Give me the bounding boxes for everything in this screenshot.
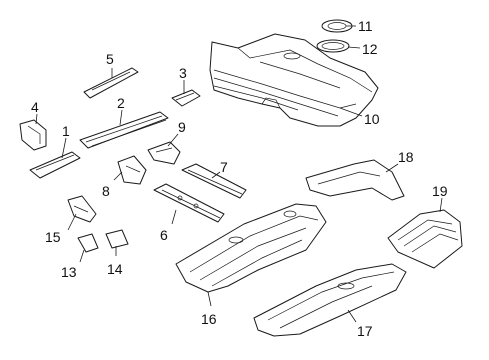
part-3-bracket <box>171 89 201 107</box>
callout-10: 10 <box>364 111 380 127</box>
leader-13 <box>79 249 85 263</box>
part-6-crossmember <box>153 183 225 223</box>
callout-15: 15 <box>45 229 61 245</box>
callout-19: 19 <box>432 183 448 199</box>
callout-5: 5 <box>106 51 114 67</box>
part-7-crossmember <box>181 163 247 199</box>
leader-10 <box>339 107 363 117</box>
leader-8 <box>113 171 123 181</box>
part-15-bracket <box>67 195 97 223</box>
callout-7: 7 <box>220 159 228 175</box>
leader-4 <box>35 113 38 125</box>
part-2-sill-rail <box>79 111 169 149</box>
callout-13: 13 <box>61 264 77 280</box>
leader-9 <box>167 133 179 147</box>
leader-16 <box>207 291 212 307</box>
leader-7 <box>211 171 221 179</box>
callout-9: 9 <box>178 119 186 135</box>
part-4-bracket <box>19 119 47 151</box>
part-13-bracket <box>77 233 99 253</box>
callout-16: 16 <box>201 311 217 327</box>
part-10-rear-floor-pan <box>209 33 379 127</box>
leader-18 <box>385 163 399 173</box>
callout-14: 14 <box>107 261 123 277</box>
callout-17: 17 <box>357 323 373 339</box>
callout-labels: 1 2 3 4 5 6 7 8 9 10 11 12 13 14 15 16 1… <box>31 18 448 339</box>
leader-6 <box>171 209 177 225</box>
part-19-floor-section <box>387 209 463 269</box>
callout-3: 3 <box>179 65 187 81</box>
leader-15 <box>67 213 77 231</box>
leader-12 <box>347 46 361 49</box>
part-14-bracket <box>105 229 129 249</box>
callout-8: 8 <box>102 183 110 199</box>
leader-lines <box>35 25 443 323</box>
leader-2 <box>119 109 123 126</box>
leader-17 <box>347 309 357 323</box>
callout-2: 2 <box>117 95 125 111</box>
leader-1 <box>61 137 67 159</box>
part-17-floor-pan <box>253 263 407 337</box>
callout-11: 11 <box>358 18 373 34</box>
callout-6: 6 <box>160 227 168 243</box>
leader-19 <box>439 197 443 213</box>
part-1-sill-extension <box>29 151 81 179</box>
part-8-bracket <box>117 155 147 185</box>
part-12-plug <box>316 39 350 53</box>
callout-18: 18 <box>398 149 414 165</box>
callout-4: 4 <box>31 99 39 115</box>
part-18-bracket <box>305 159 405 201</box>
callout-1: 1 <box>62 123 70 139</box>
callout-12: 12 <box>362 41 378 57</box>
part-9-bracket <box>147 141 181 165</box>
part-16-front-floor-pan <box>175 203 327 293</box>
part-5-rail <box>83 67 139 99</box>
